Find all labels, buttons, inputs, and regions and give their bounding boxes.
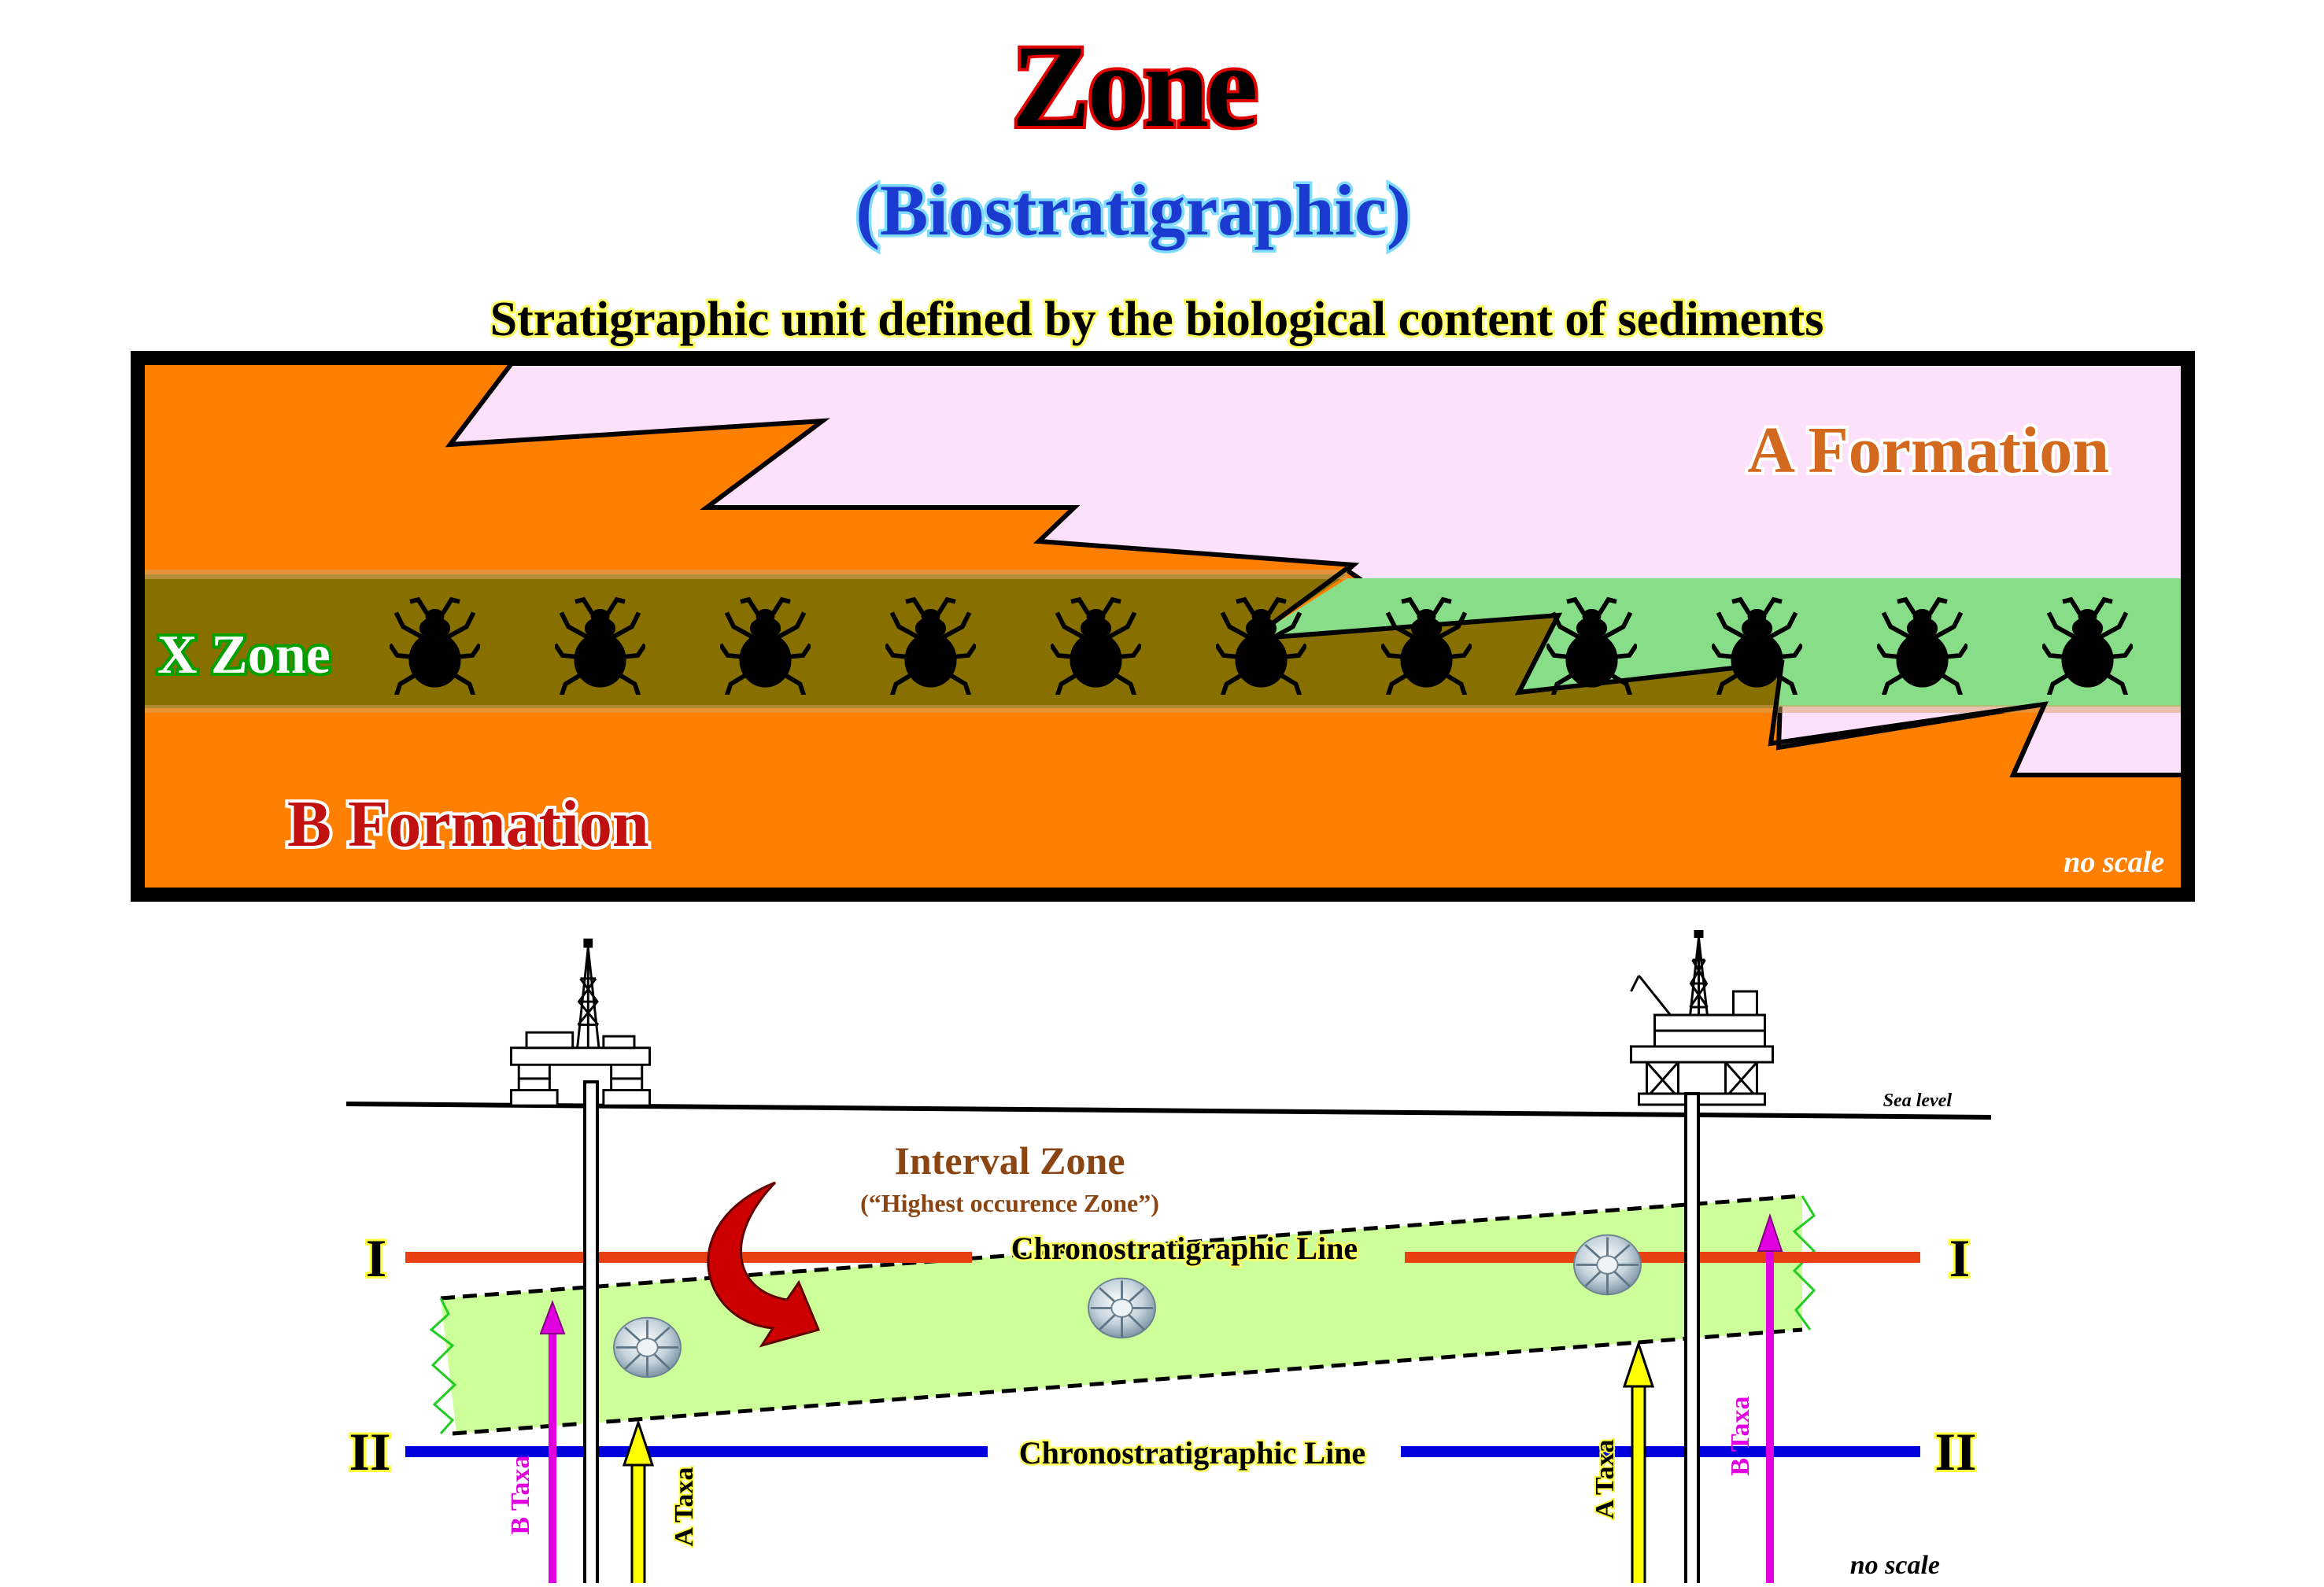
sea-level-label: Sea level [1883, 1091, 1953, 1111]
zone-top-boundary [440, 1194, 1803, 1301]
taxa-b-arrow-left [539, 1300, 566, 1585]
oil-platform-icon [509, 937, 652, 1107]
ammonite-fossil-icon [1572, 1234, 1642, 1296]
well-left [583, 1080, 599, 1587]
formation-b-label: B Formation [287, 788, 649, 861]
upper-frame [131, 351, 2195, 902]
zone-label: X Zone [157, 625, 331, 685]
taxa-b-arrow-right [1757, 1212, 1783, 1585]
taxa-a-label-left: A Taxa [670, 1467, 699, 1546]
oil-platform-icon [1629, 928, 1775, 1106]
chrono-line-upper-label: Chronostratigraphic Line [1011, 1231, 1358, 1266]
header: Zone (Biostratigraphic) Stratigraphic un… [488, 18, 1827, 349]
marker-lower-right: II [1935, 1422, 1977, 1482]
lower-scale-note: no scale [1850, 1551, 1940, 1580]
marker-lower-left: II [349, 1422, 391, 1482]
marker-upper-right: I [1949, 1228, 1970, 1288]
ammonite-fossil-icon [1087, 1277, 1157, 1339]
page-description: Stratigraphic unit defined by the biolog… [490, 293, 1824, 346]
taxa-a-arrow-left [622, 1419, 655, 1587]
interval-zone-subtitle: (“Highest occurence Zone”) [860, 1189, 1159, 1217]
formation-a-label: A Formation [1747, 414, 2109, 487]
lower-section: Chronostratigraphic Line Chronostratigra… [345, 928, 1992, 1587]
ammonite-fossil-icon [612, 1316, 682, 1378]
page-subtitle: (Biostratigraphic) [855, 170, 1410, 250]
upper-scale-note: no scale [2064, 846, 2164, 879]
marker-upper-left: I [366, 1228, 386, 1288]
taxa-b-label-left: B Taxa [506, 1455, 535, 1534]
upper-section: X Zone A Formation B Formation no scale [131, 351, 2195, 902]
taxa-a-arrow-right [1622, 1340, 1655, 1587]
curved-arrow-icon [707, 1181, 821, 1348]
zone-bottom-boundary [452, 1327, 1803, 1436]
chrono-line-lower-label: Chronostratigraphic Line [1019, 1435, 1365, 1471]
page-title: Zone [1011, 21, 1254, 152]
well-right [1684, 1092, 1700, 1587]
zone-band-a [1251, 578, 2182, 707]
zone-left-edge [429, 1297, 457, 1434]
taxa-a-label-right: A Taxa [1591, 1439, 1620, 1519]
taxa-b-label-right: B Taxa [1726, 1396, 1755, 1475]
zone-band-b [144, 574, 1782, 708]
interval-zone-title: Interval Zone [894, 1139, 1125, 1183]
